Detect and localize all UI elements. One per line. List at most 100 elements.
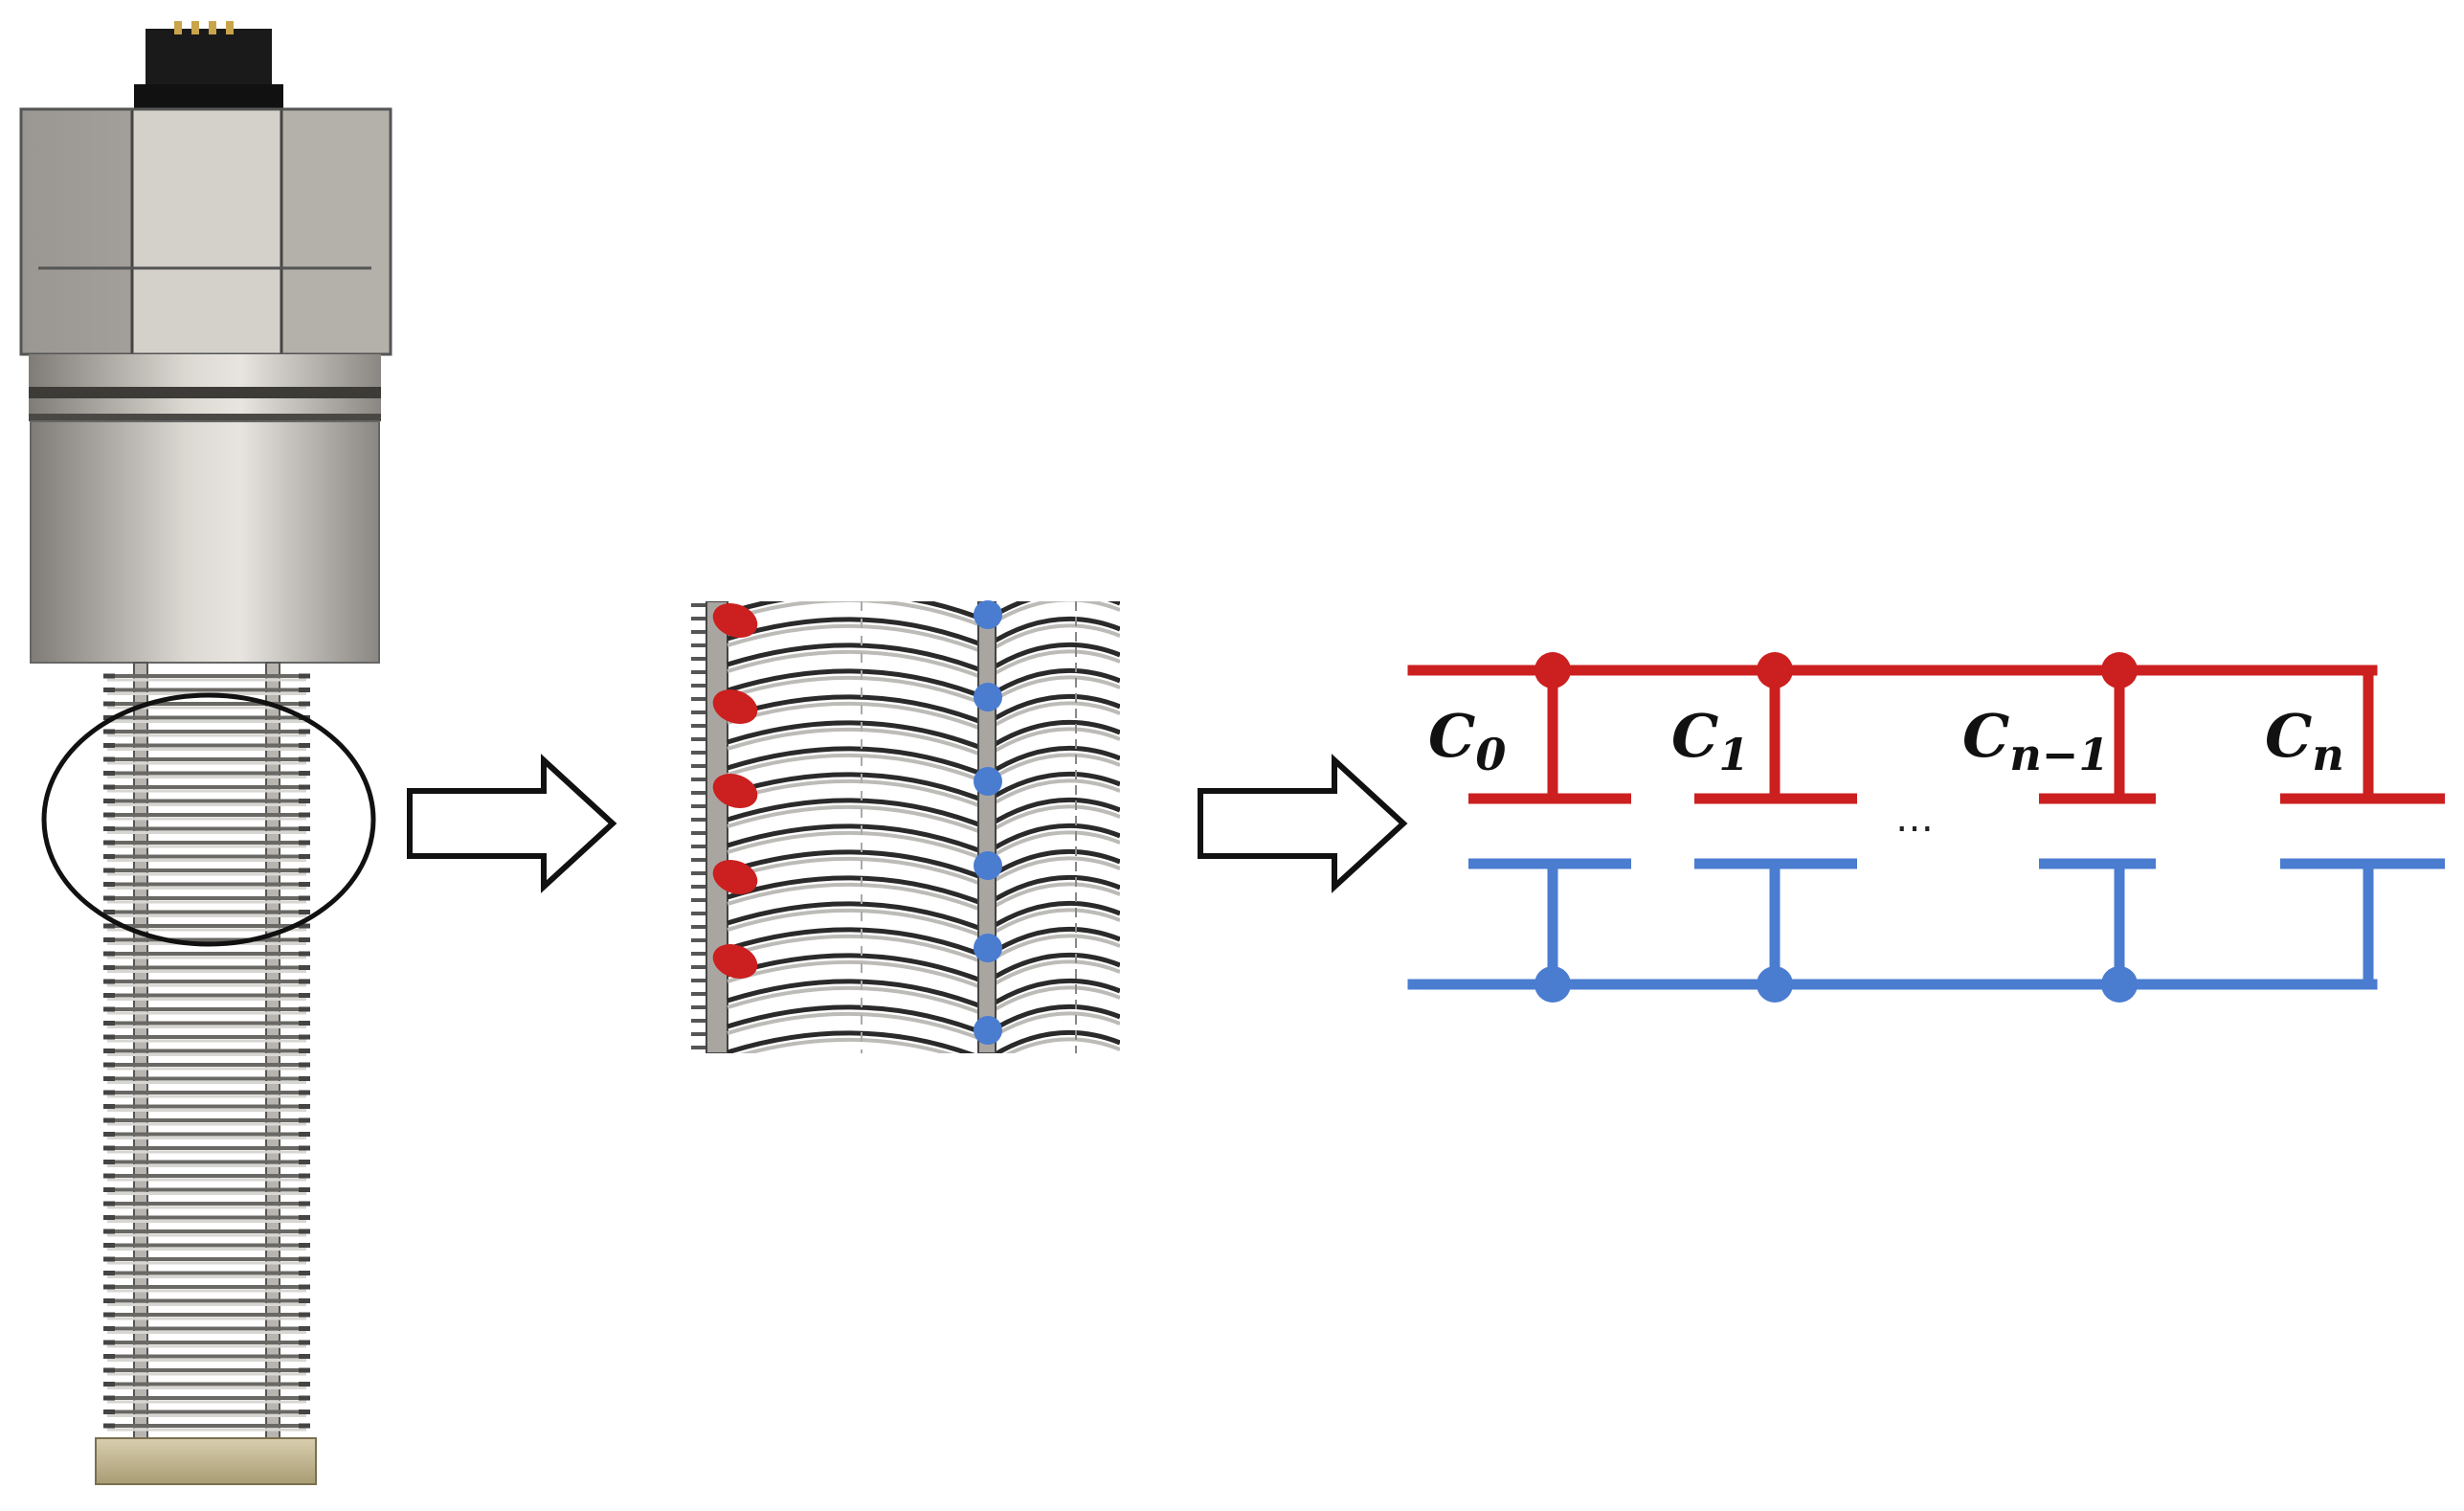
coil-arc-highlight (727, 934, 1120, 966)
ellipsis-label: … (1895, 797, 1934, 841)
coil-turn (103, 1256, 310, 1265)
coil-arc-highlight (727, 804, 1120, 837)
coil-turn (103, 951, 310, 959)
capacitor-label: Cn (2265, 701, 2344, 780)
coil-turn (103, 756, 310, 765)
negative-contact (974, 683, 1002, 711)
junction-dot (1757, 652, 1793, 688)
electrode-coils (103, 673, 310, 1432)
coil-arc (727, 978, 1120, 1011)
coil-turn (103, 1367, 310, 1376)
coil-arc-highlight (727, 727, 1120, 759)
coil-arc (727, 616, 1120, 649)
sensor-probe (19, 21, 392, 1485)
coil-arc-highlight (980, 601, 990, 604)
coil-turn (103, 1243, 310, 1251)
junction-dot (1757, 966, 1793, 1003)
coil-turn (103, 979, 310, 987)
negative-contact (974, 600, 1002, 629)
coil-turn (103, 743, 310, 751)
coil-arc (727, 926, 1120, 959)
coil-arc (727, 642, 1120, 675)
positive-contact (712, 860, 758, 894)
coil-turn (103, 1354, 310, 1362)
coil-turn (103, 1145, 310, 1154)
coil-turn (103, 1271, 310, 1278)
coil-arc-highlight (727, 778, 1120, 811)
coil-arc-highlight (727, 623, 1120, 656)
coil-turn (103, 840, 310, 848)
coil-turn (103, 1340, 310, 1348)
coil-turn (103, 1312, 310, 1320)
coil-arc (727, 693, 1120, 727)
coil-turn (103, 895, 310, 904)
negative-bus (1407, 858, 2445, 1003)
coil-arc-highlight (727, 830, 1120, 863)
coil-arc (727, 667, 1120, 701)
positive-contact (712, 944, 758, 979)
coil-turn (103, 854, 310, 862)
junction-dot (1534, 966, 1571, 1003)
coil-arc-highlight (740, 1037, 1120, 1053)
coil-arc-highlight (727, 601, 1120, 630)
right-arrow-icon (1198, 754, 1408, 893)
positive-contact (712, 774, 758, 808)
coil-turn (103, 1034, 310, 1043)
coil-turn (103, 784, 310, 793)
coil-turn (103, 1284, 310, 1293)
positive-bus (1407, 652, 2445, 804)
cylinder-body (29, 354, 381, 664)
coil-turn (103, 1117, 310, 1126)
coil-arc-highlight (727, 675, 1120, 708)
capacitor-label: C0 (1428, 701, 1506, 780)
coil-turn (103, 1187, 310, 1195)
coil-arc-highlight (727, 1011, 1120, 1044)
connector-top (134, 21, 283, 111)
coil-arc (727, 848, 1120, 882)
coil-turn (103, 882, 310, 890)
coil-turn (103, 1132, 310, 1139)
coil-arc (727, 952, 1120, 985)
negative-contact (974, 1016, 1002, 1045)
hex-nut (19, 107, 392, 356)
coil-arc-highlight (727, 649, 1120, 682)
coil-turn (103, 1090, 310, 1098)
zoomed-electrode-view (691, 600, 1120, 1053)
coil-turn (103, 729, 310, 737)
negative-contacts (974, 600, 1002, 1045)
coil-turn (103, 1160, 310, 1167)
coil-turn (103, 1423, 310, 1432)
negative-contact (974, 851, 1002, 880)
coil-turn (103, 1076, 310, 1084)
coil-turn (103, 1021, 310, 1028)
coil-turn (103, 993, 310, 1001)
negative-contact (974, 767, 1002, 796)
coil-arc (727, 900, 1120, 934)
coil-turn (103, 1006, 310, 1015)
coil-turn (103, 1410, 310, 1417)
coil-turn (103, 799, 310, 806)
coil-turn (103, 868, 310, 876)
coil-turn (103, 1173, 310, 1182)
junction-dot (1534, 652, 1571, 688)
probe-base (95, 1437, 317, 1485)
coil-turn (103, 923, 310, 932)
coil-turn (103, 1382, 310, 1389)
positive-contact (712, 603, 758, 638)
capacitor-label: Cn−1 (1962, 701, 2109, 780)
coil-turn (103, 826, 310, 834)
coil-arc (727, 1004, 1120, 1037)
coil-arc (727, 771, 1120, 804)
coil-turn (103, 910, 310, 917)
junction-dot (2101, 652, 2138, 688)
coil-arc (727, 745, 1120, 778)
positive-contact (712, 689, 758, 724)
coil-arc (727, 719, 1120, 753)
positive-contacts (712, 603, 758, 979)
coil-arc (727, 874, 1120, 908)
coil-arc (727, 1029, 1120, 1053)
coil-arc (727, 797, 1120, 830)
coil-turn (103, 1049, 310, 1056)
